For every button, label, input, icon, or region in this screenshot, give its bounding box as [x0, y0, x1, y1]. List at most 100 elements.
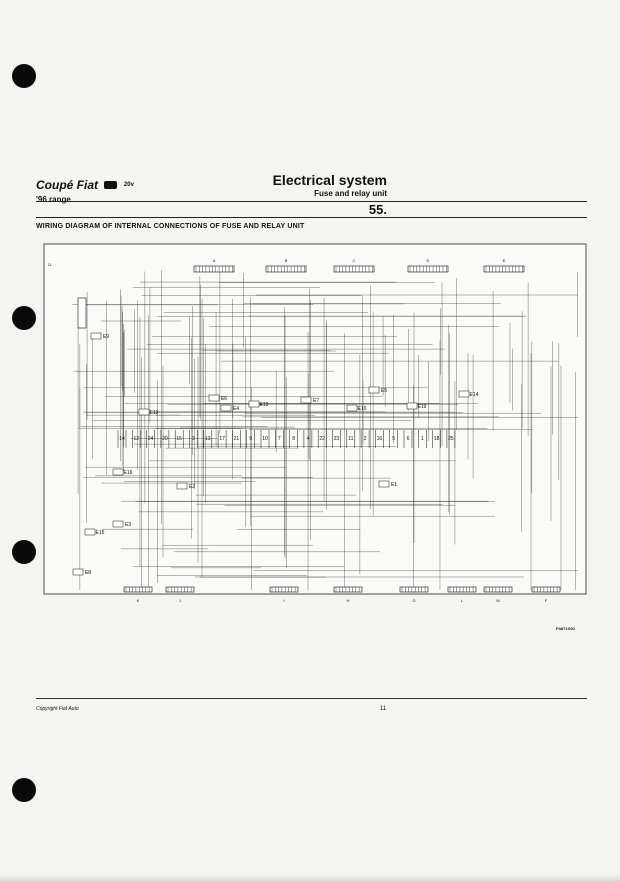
fuse-label: 18	[434, 436, 440, 442]
brand-line: Coupé Fiat 20v	[36, 176, 134, 194]
copyright: Copyright Fiat Auto	[36, 706, 79, 712]
bottom-connector-label: H	[347, 598, 350, 603]
relay-label: E2	[189, 484, 195, 490]
fuse-label: 12	[134, 436, 140, 442]
fuse-label: 6	[407, 436, 410, 442]
fuse	[446, 430, 456, 448]
fuse	[146, 430, 155, 448]
diagram-title: WIRING DIAGRAM OF INTERNAL CONNECTIONS O…	[36, 223, 305, 230]
top-connector-label: A	[213, 258, 216, 263]
relay	[368, 386, 380, 394]
relay-label: E14	[470, 392, 479, 398]
fuse	[303, 430, 313, 448]
fuse	[360, 430, 370, 448]
fuse	[232, 430, 241, 448]
fuse	[260, 430, 270, 448]
top-connector	[483, 265, 525, 273]
top-connector-label: D	[427, 258, 430, 263]
relay	[112, 468, 124, 476]
bottom-connector	[165, 586, 195, 593]
fuse	[317, 430, 327, 448]
header-brand-block: Coupé Fiat 20v '96 range	[36, 176, 134, 204]
fuse	[432, 430, 441, 448]
header-rule-lower	[36, 217, 587, 218]
bottom-connector	[333, 586, 363, 593]
relay	[378, 480, 390, 488]
relay-label: E4	[233, 406, 239, 412]
punch-hole-1	[12, 64, 36, 88]
diagram-frame	[43, 243, 587, 595]
fuse-label: 14	[119, 436, 125, 442]
fuse-label: 1	[421, 436, 424, 442]
punch-hole-2	[12, 306, 36, 330]
section-subtitle: Fuse and relay unit	[314, 189, 387, 198]
fuse-label: 25	[448, 436, 454, 442]
fuse	[289, 430, 298, 448]
fuse-label: 5	[392, 436, 395, 442]
fuse	[189, 430, 198, 448]
fuse	[160, 430, 170, 448]
relay-label: E8	[85, 570, 91, 576]
relay	[220, 404, 232, 412]
brand-variant: 20v	[123, 181, 134, 188]
top-connector-label: E	[503, 258, 506, 263]
section-number: 55.	[368, 202, 387, 217]
brand-logo-icon	[104, 180, 118, 189]
top-connector	[333, 265, 375, 273]
relay-label: E5	[381, 388, 387, 394]
fuse	[246, 430, 255, 448]
relay	[176, 482, 188, 490]
relay	[406, 402, 418, 410]
bottom-connector	[399, 586, 429, 593]
fuse-label: 8	[292, 436, 295, 442]
fuse-label: 13	[205, 436, 211, 442]
fuse-label: 11	[348, 436, 353, 442]
relay	[84, 528, 96, 536]
bottom-connector	[123, 586, 153, 593]
bottom-connector-label: I	[283, 598, 284, 603]
relay-label: E15	[96, 530, 105, 536]
fuse	[403, 430, 413, 448]
bottom-connector	[447, 586, 477, 593]
relay	[90, 332, 102, 340]
fuse	[346, 430, 356, 448]
fuse-label: 20	[162, 436, 168, 442]
drawing-reference: P3871G01	[556, 626, 576, 631]
relay-label: E3	[125, 522, 131, 528]
fuse	[275, 430, 284, 448]
relay-label: E13	[260, 402, 269, 408]
top-connector-label: C	[353, 258, 356, 263]
relay	[208, 394, 220, 402]
fuse	[132, 430, 141, 448]
bottom-connector	[269, 586, 299, 593]
fuse	[174, 430, 184, 448]
fuse-label: 9	[249, 436, 252, 442]
page-number: 11	[380, 706, 387, 712]
fuse-label: 15	[176, 436, 182, 442]
system-title: Electrical system	[272, 172, 387, 188]
header-title-block: Electrical system Fuse and relay unit	[273, 172, 387, 198]
relay-label: E12	[150, 410, 159, 416]
fuse-label: 3	[192, 436, 195, 442]
fuse-label: 10	[262, 436, 268, 442]
brand-name: Coupé Fiat	[36, 178, 98, 192]
fuse-label: 23	[334, 436, 340, 442]
fuse-label: 24	[148, 436, 154, 442]
relay	[138, 408, 150, 416]
relay-label: E1	[391, 482, 397, 488]
fuse-label: 21	[234, 436, 240, 442]
relay-label: E10	[358, 406, 367, 412]
relay-label: E16	[124, 470, 133, 476]
corner-label: 1L	[48, 262, 53, 267]
fuse	[203, 430, 213, 448]
top-connector	[193, 265, 235, 273]
relay-label: E7	[313, 398, 319, 404]
bottom-connector-label: J	[179, 598, 181, 603]
bottom-connector-label: G	[412, 598, 415, 603]
top-connector	[407, 265, 449, 273]
top-connector	[265, 265, 307, 273]
fuse-label: 2	[364, 436, 367, 442]
fuse	[332, 430, 341, 448]
relay	[346, 404, 358, 412]
